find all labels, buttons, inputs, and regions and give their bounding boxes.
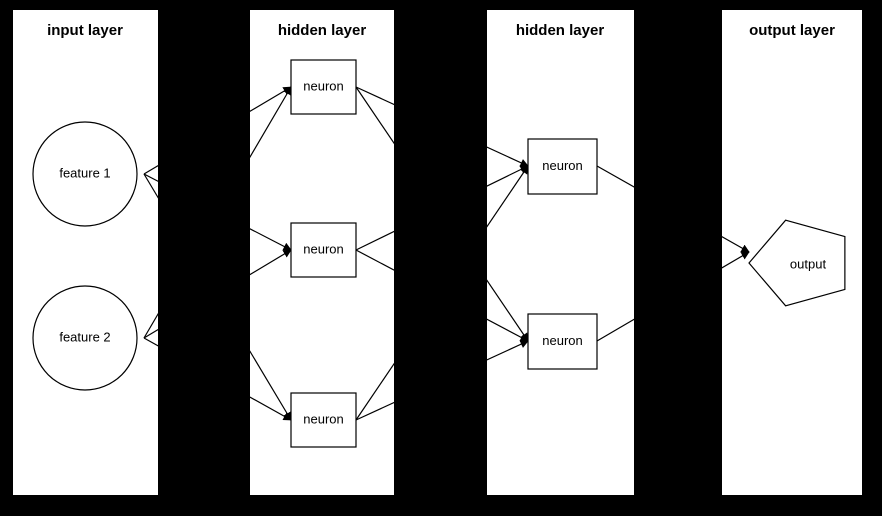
node-hidden2-neuron-1[interactable]: neuron <box>527 138 598 195</box>
rect-shape-hidden1-neuron-1 <box>290 59 357 115</box>
node-feature-1[interactable]: feature 1 <box>32 121 138 227</box>
node-hidden1-neuron-2[interactable]: neuron <box>290 222 357 278</box>
rect-shape-hidden1-neuron-2 <box>290 222 357 278</box>
node-hidden1-neuron-3[interactable]: neuron <box>290 392 357 448</box>
node-hidden1-neuron-1[interactable]: neuron <box>290 59 357 115</box>
node-label-hidden2-neuron-2: neuron <box>542 333 582 348</box>
layer-title-output: output layer <box>749 22 835 39</box>
pentagon-shape-output-node <box>748 219 846 307</box>
layer-panel-input <box>13 10 158 495</box>
node-output-node[interactable]: output <box>748 219 846 307</box>
layer-nodes: feature 1 feature 2 neuron neuron neuron neur… <box>32 59 846 448</box>
node-label-hidden2-neuron-1: neuron <box>542 158 582 173</box>
circle-shape-feature-2 <box>32 285 138 391</box>
layer-title-input: input layer <box>47 22 123 39</box>
gap-mask-gap-2 <box>394 0 487 516</box>
node-label-hidden1-neuron-2: neuron <box>303 241 343 256</box>
panel-gap-masks <box>158 0 722 516</box>
rect-shape-hidden2-neuron-2 <box>527 313 598 370</box>
layer-title-hidden-1: hidden layer <box>278 22 367 39</box>
layer-titles: input layer hidden layer hidden layer outpu… <box>47 22 835 39</box>
circle-shape-feature-1 <box>32 121 138 227</box>
gap-mask-gap-3 <box>634 0 722 516</box>
node-label-feature-2: feature 2 <box>59 329 110 344</box>
node-label-feature-1: feature 1 <box>59 165 110 180</box>
rect-shape-hidden1-neuron-3 <box>290 392 357 448</box>
node-label-hidden1-neuron-1: neuron <box>303 78 343 93</box>
layer-title-hidden-2: hidden layer <box>516 22 605 39</box>
node-hidden2-neuron-2[interactable]: neuron <box>527 313 598 370</box>
gap-mask-gap-1 <box>158 0 250 516</box>
layer-panel-hidden-2 <box>487 10 634 495</box>
rect-shape-hidden2-neuron-1 <box>527 138 598 195</box>
node-label-hidden1-neuron-3: neuron <box>303 411 343 426</box>
node-feature-2[interactable]: feature 2 <box>32 285 138 391</box>
node-label-output-node: output <box>790 256 827 271</box>
